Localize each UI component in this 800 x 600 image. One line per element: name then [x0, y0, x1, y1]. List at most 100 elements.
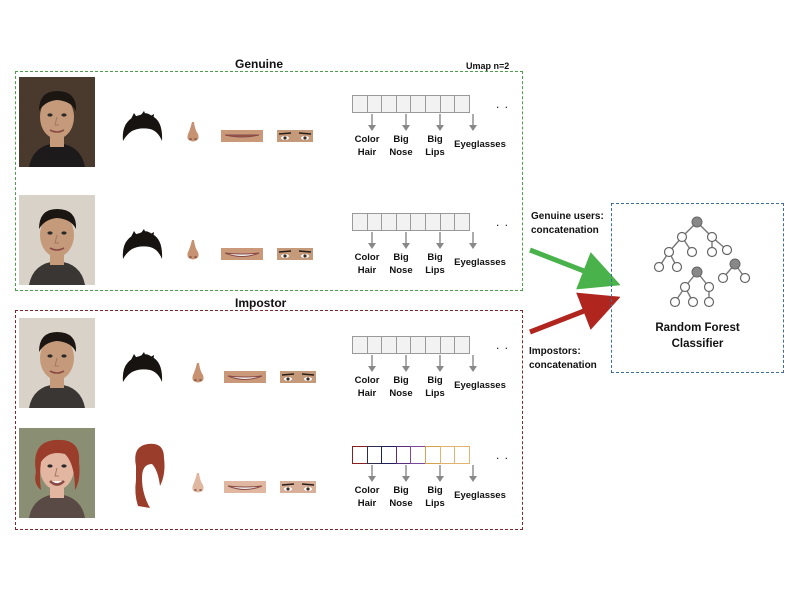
attribute-label: Big Lips: [425, 485, 445, 509]
feature-cell: [439, 446, 456, 464]
feature-cell: [425, 95, 442, 113]
attribute-label: Big Nose: [389, 375, 413, 399]
nose-crop: [186, 240, 200, 265]
feature-cell: [454, 95, 471, 113]
attribute-arrow: [435, 232, 445, 250]
feature-cell: [395, 213, 412, 231]
feature-cell: [352, 446, 368, 464]
attribute-arrow: [367, 355, 377, 373]
genuine-flow-label: Genuine users: concatenation: [531, 211, 604, 236]
attribute-label: Big Nose: [389, 252, 413, 276]
hair-crop: [120, 229, 164, 274]
decision-tree-icon: [653, 216, 751, 308]
feature-cell: [395, 336, 412, 354]
feature-cell: [425, 213, 442, 231]
nose-crop: [186, 122, 200, 147]
umap-label: Umap n=2: [466, 61, 510, 71]
feature-vector: [352, 213, 471, 231]
feature-vector: [352, 446, 471, 464]
feature-cell: [366, 213, 383, 231]
feature-cell: [381, 446, 398, 464]
attribute-label: Color Hair: [354, 485, 380, 509]
feature-cell: [352, 213, 368, 231]
classifier-label: Random Forest Classifier: [655, 322, 740, 350]
attribute-arrow: [468, 465, 478, 483]
genuine-title: Genuine: [235, 57, 284, 71]
attribute-label: Big Lips: [425, 252, 445, 276]
hair-crop: [130, 440, 168, 515]
attribute-arrow: [468, 232, 478, 250]
attribute-arrow: [435, 355, 445, 373]
vector-ellipsis: . .: [496, 448, 510, 462]
impostor-title: Impostor: [235, 296, 287, 310]
attribute-label: Eyeglasses: [454, 380, 506, 391]
attribute-arrow: [401, 114, 411, 132]
feature-cell: [439, 336, 456, 354]
feature-cell: [454, 213, 471, 231]
feature-cell: [410, 95, 427, 113]
genuine-group-box: [15, 71, 523, 291]
attribute-label: Eyeglasses: [454, 490, 506, 501]
feature-cell: [381, 213, 398, 231]
impostor-flow-label: Impostors: concatenation: [529, 346, 597, 371]
feature-cell: [395, 95, 412, 113]
attribute-arrow: [367, 114, 377, 132]
attribute-label: Big Lips: [425, 375, 445, 399]
feature-vector: [352, 336, 471, 354]
attribute-label: Big Nose: [389, 485, 413, 509]
feature-cell: [410, 446, 427, 464]
hair-crop: [120, 352, 164, 397]
attribute-arrow: [401, 232, 411, 250]
feature-cell: [454, 336, 471, 354]
attribute-label: Big Lips: [425, 134, 445, 158]
attribute-label: Eyeglasses: [454, 139, 506, 150]
feature-cell: [381, 95, 398, 113]
attribute-label: Big Nose: [389, 134, 413, 158]
feature-cell: [366, 336, 383, 354]
feature-cell: [454, 446, 471, 464]
impostor-flow-arrow: [529, 292, 620, 335]
nose-crop: [191, 363, 205, 388]
impostor-group-box: [15, 310, 523, 530]
feature-cell: [395, 446, 412, 464]
lips-crop: [221, 247, 263, 265]
feature-cell: [410, 213, 427, 231]
nose-crop: [191, 473, 205, 498]
flow-arrows: [529, 247, 620, 335]
feature-cell: [425, 446, 442, 464]
feature-cell: [439, 95, 456, 113]
eyes-crop: [277, 247, 313, 265]
classifier-box: Random Forest Classifier: [611, 203, 784, 373]
face-photo: [19, 77, 95, 167]
face-photo: [19, 428, 95, 518]
eyes-crop: [277, 129, 313, 147]
feature-cell: [410, 336, 427, 354]
eyes-crop: [280, 370, 316, 388]
vector-ellipsis: . .: [496, 97, 510, 111]
attribute-arrow: [367, 232, 377, 250]
attribute-arrow: [435, 465, 445, 483]
lips-crop: [224, 480, 266, 498]
feature-cell: [381, 336, 398, 354]
feature-cell: [366, 446, 383, 464]
attribute-label: Eyeglasses: [454, 257, 506, 268]
attribute-arrow: [401, 465, 411, 483]
feature-cell: [352, 95, 368, 113]
feature-cell: [366, 95, 383, 113]
face-photo: [19, 318, 95, 408]
feature-vector: [352, 95, 471, 113]
vector-ellipsis: . .: [496, 338, 510, 352]
feature-cell: [439, 213, 456, 231]
attribute-arrow: [401, 355, 411, 373]
attribute-arrow: [468, 114, 478, 132]
lips-crop: [221, 129, 263, 147]
eyes-crop: [280, 480, 316, 498]
attribute-arrow: [367, 465, 377, 483]
attribute-label: Color Hair: [354, 134, 380, 158]
attribute-label: Color Hair: [354, 375, 380, 399]
lips-crop: [224, 370, 266, 388]
vector-ellipsis: . .: [496, 215, 510, 229]
attribute-arrow: [468, 355, 478, 373]
face-photo: [19, 195, 95, 285]
feature-cell: [425, 336, 442, 354]
